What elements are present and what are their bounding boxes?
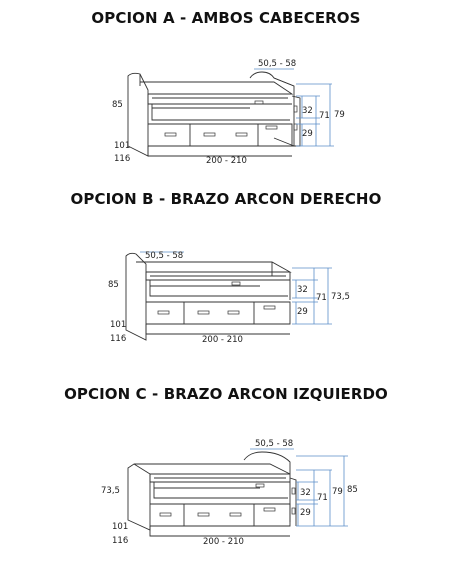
- option-a-seat-height-label: 71: [319, 111, 330, 121]
- option-b-title: OPCION B - BRAZO ARCON DERECHO: [70, 190, 382, 208]
- option-a-left-height-label: 85: [112, 100, 123, 110]
- option-b-drawer-height-label: 32: [297, 285, 308, 295]
- option-a-title: OPCION A - AMBOS CABECEROS: [91, 9, 361, 27]
- option-a-depth-2-label: 116: [114, 154, 130, 164]
- option-b-base-height-label: 29: [297, 307, 308, 317]
- option-b-depth-2-label: 116: [110, 334, 126, 344]
- option-b-total-height-label: 73,5: [331, 292, 350, 302]
- option-b-drawing: [125, 251, 292, 341]
- option-a-drawing: [127, 68, 301, 157]
- option-b-length-label: 200 - 210: [202, 335, 243, 345]
- option-c-title: OPCION C - BRAZO ARCON IZQUIERDO: [64, 385, 388, 403]
- option-b-seat-height-label: 71: [316, 293, 327, 303]
- option-c-dimensions: [296, 455, 348, 527]
- option-b-dimensions: [292, 267, 332, 325]
- option-a-dimensions: [296, 83, 334, 147]
- option-b-left-height-label: 85: [108, 280, 119, 290]
- option-a-top-width-label: 50,5 - 58: [258, 59, 296, 69]
- option-a-drawer-height-label: 32: [302, 106, 313, 116]
- option-c-length-label: 200 - 210: [203, 537, 244, 547]
- option-a-base-height-label: 29: [302, 129, 313, 139]
- option-a-depth-1-label: 101: [114, 141, 130, 151]
- option-c-depth-2-label: 116: [112, 536, 128, 546]
- option-b-top-width-label: 50,5 - 58: [145, 251, 183, 261]
- option-c-right-height-label: 85: [347, 485, 358, 495]
- option-c-top-width-label: 50,5 - 58: [255, 439, 293, 449]
- option-c-depth-1-label: 101: [112, 522, 128, 532]
- option-a-total-height-label: 79: [334, 110, 345, 120]
- option-c-left-height-label: 73,5: [101, 486, 120, 496]
- option-c-drawing: [127, 448, 297, 537]
- option-c-drawer-height-label: 32: [300, 488, 311, 498]
- option-c-total-height-label: 79: [332, 487, 343, 497]
- option-b-depth-1-label: 101: [110, 320, 126, 330]
- option-c-base-height-label: 29: [300, 508, 311, 518]
- option-a-length-label: 200 - 210: [206, 156, 247, 166]
- option-c-seat-height-label: 71: [317, 493, 328, 503]
